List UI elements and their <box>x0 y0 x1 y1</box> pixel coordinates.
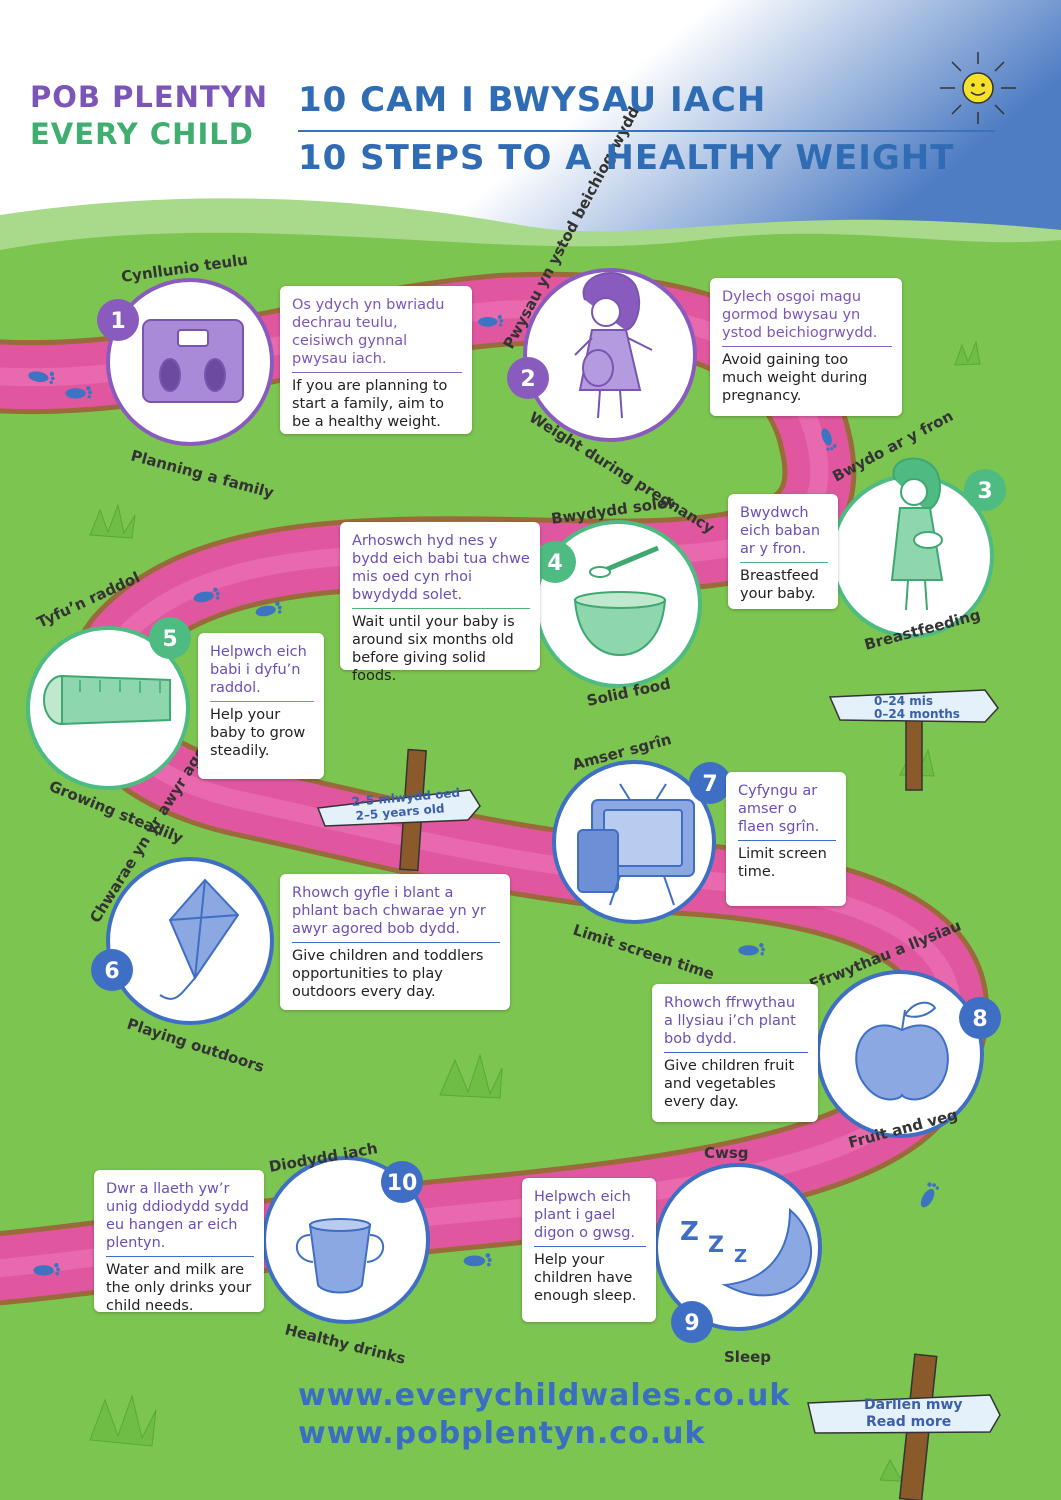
sun-icon <box>940 52 1016 124</box>
step-1-card: Os ydych yn bwriadu dechrau teulu, ceisi… <box>280 286 472 434</box>
step-7-card: Cyfyngu ar amser o flaen sgrîn. Limit sc… <box>726 772 846 906</box>
sippy-cup-icon <box>295 1218 385 1294</box>
step-3-english-text: Breastfeed your baby. <box>740 568 819 602</box>
step-8-card: Rhowch ffrwythau a llysiau i’ch plant bo… <box>652 984 818 1122</box>
signpost-read-english: Read more <box>866 1414 951 1430</box>
step-4-number: 4 <box>547 551 562 576</box>
step-7-number: 7 <box>702 772 717 797</box>
step-4-english-text: Wait until your baby is around six month… <box>352 614 515 684</box>
step-5-card: Helpwch eich babi i dyfu’n raddol. Help … <box>198 633 324 779</box>
step-2-card: Dylech osgoi magu gormod bwysau yn ystod… <box>710 278 902 416</box>
step-5-english-text: Help your baby to grow steadily. <box>210 707 306 759</box>
step-9-card: Helpwch eich plant i gael digon o gwsg. … <box>522 1178 656 1322</box>
step-1-welsh-text: Os ydych yn bwriadu dechrau teulu, ceisi… <box>292 296 462 373</box>
tape-measure-icon <box>43 674 171 726</box>
step-3-card: Bwydwch eich baban ar y fron. Breastfeed… <box>728 494 838 609</box>
svg-text:Z: Z <box>734 1246 747 1267</box>
logo-line2: EVERY CHILD <box>30 117 254 151</box>
title-divider <box>298 130 995 132</box>
signpost-age-0-24 <box>828 689 999 791</box>
step-6-card: Rhowch gyfle i blant a phlant bach chwar… <box>280 874 510 1010</box>
step-9-english-text: Help your children have enough sleep. <box>534 1252 637 1304</box>
step-2-welsh-text: Dylech osgoi magu gormod bwysau yn ystod… <box>722 288 892 347</box>
title-english: 10 STEPS TO A HEALTHY WEIGHT <box>298 138 955 178</box>
step-9-welsh-label: Cwsg <box>704 1144 749 1162</box>
signpost-age-2-5 <box>316 748 481 872</box>
apple-icon <box>855 1001 949 1101</box>
step-10-number: 10 <box>387 1171 418 1196</box>
step-9-welsh-text: Helpwch eich plant i gael digon o gwsg. <box>534 1188 646 1247</box>
kite-icon <box>159 878 240 1000</box>
step-3-number: 3 <box>977 479 992 504</box>
step-2-english-text: Avoid gaining too much weight during pre… <box>722 352 868 404</box>
step-6-number: 6 <box>104 959 119 984</box>
step-10-welsh-text: Dwr a llaeth yw’r unig ddiodydd sydd eu … <box>106 1180 254 1257</box>
url-every-child-wales[interactable]: www.everychildwales.co.uk <box>298 1378 791 1413</box>
signpost-age1-english: 0–24 months <box>874 707 960 721</box>
step-6-english-text: Give children and toddlers opportunities… <box>292 948 484 1000</box>
bowl-spoon-icon <box>573 545 667 657</box>
step-9-number: 9 <box>684 1311 699 1336</box>
step-7-welsh-text: Cyfyngu ar amser o flaen sgrîn. <box>738 782 836 841</box>
step-4-card: Arhoswch hyd nes y bydd eich babi tua ch… <box>340 522 540 684</box>
title-welsh: 10 CAM I BWYSAU IACH <box>298 80 767 120</box>
signpost-read-welsh: Darllen mwy <box>864 1397 963 1413</box>
signpost-read-more <box>807 1353 1001 1500</box>
signpost-age1-welsh: 0–24 mis <box>874 694 933 708</box>
step-6-welsh-text: Rhowch gyfle i blant a phlant bach chwar… <box>292 884 500 943</box>
moon-sleep-icon <box>721 1207 813 1297</box>
scales-icon <box>142 319 244 403</box>
logo-english: EVERY CHILD <box>30 117 254 151</box>
step-5-number: 5 <box>162 627 177 652</box>
step-9-english-label: Sleep <box>724 1348 771 1366</box>
pregnant-woman-icon <box>574 272 653 419</box>
step-3-welsh-text: Bwydwch eich baban ar y fron. <box>740 504 828 563</box>
step-7-english-text: Limit screen time. <box>738 846 827 880</box>
step-2-number: 2 <box>520 367 535 392</box>
step-4-welsh-text: Arhoswch hyd nes y bydd eich babi tua ch… <box>352 532 530 609</box>
step-10-english-text: Water and milk are the only drinks your … <box>106 1262 252 1314</box>
step-1-english-text: If you are planning to start a family, a… <box>292 378 448 430</box>
step-8-number: 8 <box>972 1007 987 1032</box>
svg-text:Z: Z <box>708 1233 724 1258</box>
step-5-welsh-text: Helpwch eich babi i dyfu’n raddol. <box>210 643 314 702</box>
svg-text:Z: Z <box>680 1217 699 1247</box>
logo-line1: POB PLENTYN <box>30 80 268 114</box>
tv-tablet-icon <box>577 783 695 906</box>
url-pob-plentyn[interactable]: www.pobplentyn.co.uk <box>298 1416 706 1451</box>
step-10-card: Dwr a llaeth yw’r unig ddiodydd sydd eu … <box>94 1170 264 1314</box>
breastfeeding-mother-icon <box>890 457 944 611</box>
step-1-number: 1 <box>110 309 125 334</box>
step-8-english-text: Give children fruit and vegetables every… <box>664 1058 795 1110</box>
step-8-welsh-text: Rhowch ffrwythau a llysiau i’ch plant bo… <box>664 994 808 1053</box>
logo-welsh: POB PLENTYN <box>30 80 268 114</box>
